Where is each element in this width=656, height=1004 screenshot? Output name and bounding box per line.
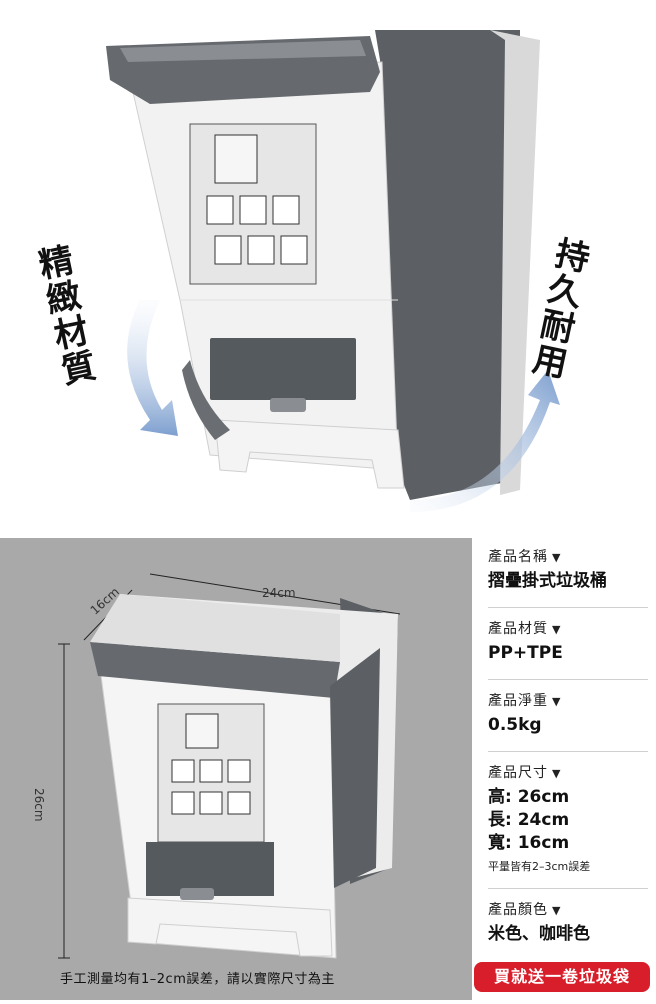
spec-material: 產品材質 ▼ PP+TPE (488, 607, 648, 665)
triangle-down-icon: ▼ (552, 767, 562, 780)
dimension-panel: 16cm 24cm 26cm (0, 538, 472, 1000)
measurement-note: 手工測量均有1–2cm誤差，請以實際尺寸為主 (60, 972, 335, 987)
spec-size-value: 高: 26cm 長: 24cm 寬: 16cm (488, 786, 648, 855)
spec-material-label: 產品材質 (488, 621, 548, 637)
height-label: 26cm (32, 788, 46, 822)
spec-color: 產品顏色 ▼ 米色、咖啡色 (488, 888, 648, 946)
hero-section: 精緻材質 持久耐用 (29, 30, 593, 512)
triangle-down-icon: ▼ (552, 904, 562, 917)
triangle-down-icon: ▼ (552, 551, 562, 564)
spec-size-note: 平量皆有2–3cm誤差 (488, 860, 591, 873)
spec-weight-value: 0.5kg (488, 715, 542, 735)
spec-size-width: 寬: 16cm (488, 833, 570, 853)
spec-weight: 產品淨重 ▼ 0.5kg (488, 679, 648, 737)
dimension-bin-illustration (58, 573, 401, 959)
triangle-down-icon: ▼ (552, 623, 562, 636)
spec-weight-label: 產品淨重 (488, 693, 548, 709)
spec-size-length: 長: 24cm (488, 810, 570, 830)
triangle-down-icon: ▼ (552, 695, 562, 708)
spec-color-value: 米色、咖啡色 (488, 924, 590, 944)
length-label: 24cm (262, 586, 296, 600)
spec-material-value: PP+TPE (488, 643, 563, 663)
spec-color-label: 產品顏色 (488, 902, 548, 918)
spec-size: 產品尺寸 ▼ 高: 26cm 長: 24cm 寬: 16cm 平量皆有2–3cm誤… (488, 751, 648, 874)
hero-bin-illustration (106, 30, 560, 512)
spec-size-label: 產品尺寸 (488, 765, 548, 781)
promo-badge: 買就送一卷垃圾袋 (474, 962, 650, 992)
spec-name: 產品名稱 ▼ 摺疊掛式垃圾桶 (488, 542, 648, 593)
product-specs: 產品名稱 ▼ 摺疊掛式垃圾桶 產品材質 ▼ PP+TPE 產品淨重 ▼ 0.5kg 產… (488, 542, 648, 960)
spec-name-label: 產品名稱 (488, 549, 548, 565)
spec-size-height: 高: 26cm (488, 787, 570, 807)
spec-name-value: 摺疊掛式垃圾桶 (488, 571, 607, 591)
